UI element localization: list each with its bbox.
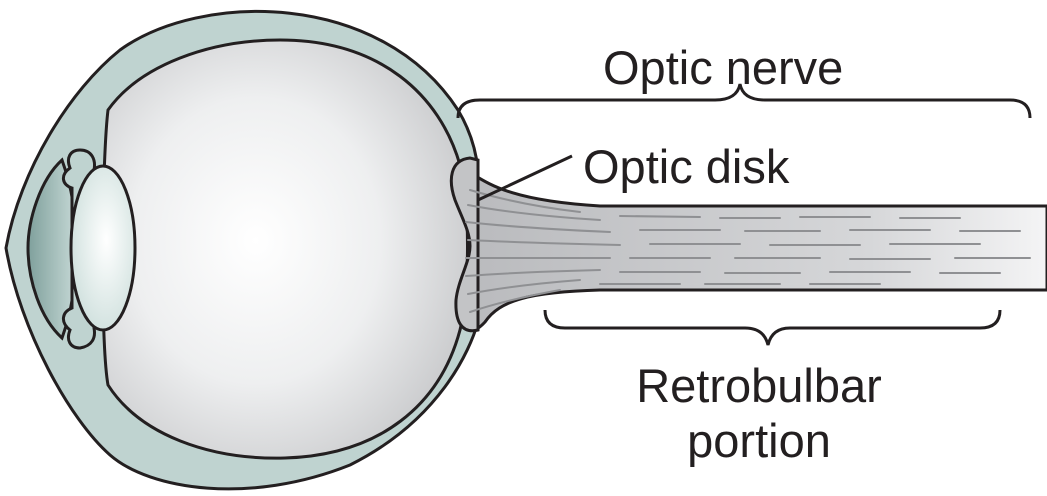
optic-nerve-brace [456,83,1032,119]
nerve-fibers [465,189,1031,313]
retrobulbar-label-line1: Retrobulbar [636,359,882,412]
optic-nerve-label: Optic nerve [603,41,844,94]
optic-disk-pointer [477,154,573,202]
retrobulbar-label: Retrobulbar portion [614,362,904,464]
optic-disk [449,156,480,333]
lens [69,164,137,332]
vitreous-body [101,38,469,460]
retrobulbar-brace [543,309,1002,346]
optic-disk-label: Optic disk [583,140,790,193]
retrobulbar-label-line2: portion [687,414,831,467]
